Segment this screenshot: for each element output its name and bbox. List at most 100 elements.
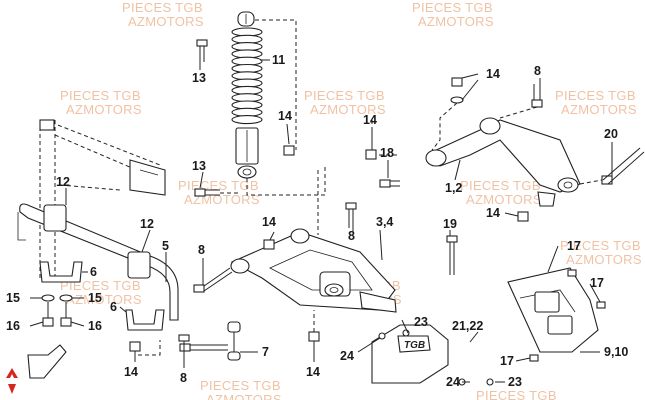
stabilizer-bar — [17, 203, 179, 321]
dash-bolt8-tr — [499, 106, 538, 119]
nut-14c — [263, 239, 275, 250]
watermark-line1: PIECES TGB — [460, 178, 541, 193]
callout-6-left: 6 — [90, 265, 97, 279]
tgb-badge-text: TGB — [404, 340, 425, 351]
watermark-line1: PIECES TGB — [555, 88, 636, 103]
bolt-13-top — [196, 39, 208, 62]
dash-bolt20 — [579, 179, 603, 185]
watermark-line1: PIECES TGB — [122, 0, 203, 15]
watermark-line2: AZMOTORS — [466, 192, 542, 207]
screw-24a — [378, 332, 386, 340]
lower-a-arm — [230, 228, 397, 313]
callout-8-top: 8 — [534, 64, 541, 78]
bolt-17c — [529, 354, 539, 362]
callout-15-right: 15 — [88, 291, 102, 305]
callout-14-bottom-left: 14 — [124, 365, 138, 379]
callout-9-10: 9,10 — [604, 345, 628, 359]
callouts: 11 13 13 14 14 18 14 8 20 1,2 14 12 12 5… — [6, 53, 628, 389]
callout-8-lower-arm: 8 — [198, 243, 205, 257]
callout-17-top: 17 — [567, 239, 581, 253]
watermark-line2: AZMOTORS — [66, 292, 142, 307]
callout-17-right: 17 — [590, 276, 604, 290]
bracket — [27, 344, 67, 379]
bolt-16b — [60, 317, 72, 327]
nut-14d — [451, 77, 463, 87]
bolt-18 — [379, 179, 400, 188]
nut-14b — [129, 341, 141, 352]
watermark-line2: AZMOTORS — [561, 102, 637, 117]
bolt-17b — [596, 301, 606, 309]
callout-24-bottom: 24 — [446, 375, 460, 389]
shock-absorber — [231, 11, 263, 179]
callout-3-4: 3,4 — [376, 215, 393, 229]
nut-14f — [365, 149, 377, 160]
bolt-8-mid — [345, 202, 357, 228]
watermark-line1: PIECES TGB — [412, 0, 493, 15]
dash-line-shock — [246, 165, 326, 196]
callout-15-left: 15 — [6, 291, 20, 305]
bolt-20 — [601, 147, 645, 185]
spring-coil — [231, 115, 263, 125]
callout-7: 7 — [262, 345, 269, 359]
callout-13-top: 13 — [192, 71, 206, 85]
callout-14-lower-arm: 14 — [262, 215, 276, 229]
stabilizer-link — [179, 321, 241, 361]
callout-11: 11 — [272, 53, 285, 67]
clamp-6a — [39, 261, 83, 283]
watermark-line2: AZMOTORS — [66, 102, 142, 117]
callout-6-right: 6 — [110, 300, 117, 314]
bolt-13-lower — [194, 188, 220, 197]
watermark-line2: AZMOTORS — [128, 14, 204, 29]
bolt-8-top-right — [531, 84, 543, 108]
frame-section — [39, 119, 166, 280]
callout-19: 19 — [443, 217, 457, 231]
callout-18: 18 — [380, 146, 394, 160]
callout-20: 20 — [604, 127, 618, 141]
watermark-line2: AZMOTORS — [310, 102, 386, 117]
dash-line-top — [255, 19, 297, 150]
nut-14e — [517, 211, 529, 222]
callout-14-top: 14 — [486, 67, 500, 81]
callout-12-right: 12 — [140, 217, 154, 231]
screw-23a — [402, 329, 410, 337]
watermark-line1: PIECES TGB — [476, 388, 557, 400]
callout-12-left: 12 — [56, 175, 70, 189]
nut-14a — [283, 145, 295, 156]
callout-16-left: 16 — [6, 319, 20, 333]
clamp-6b — [125, 309, 165, 331]
front-guard-21-22: TGB — [371, 324, 449, 384]
dash-nut14d — [431, 102, 458, 151]
watermark-line2: AZMOTORS — [418, 14, 494, 29]
callout-14-upper: 14 — [363, 113, 377, 127]
watermark-line1: PIECES TGB — [60, 88, 141, 103]
upper-a-arm — [425, 117, 581, 207]
watermark-line2: AZMOTORS — [566, 252, 642, 267]
washer-15a — [41, 294, 55, 302]
callout-14-right: 14 — [486, 206, 500, 220]
azmotors-logo-icon — [6, 368, 18, 394]
callout-17-bottom: 17 — [500, 354, 514, 368]
watermark-line1: PIECES TGB — [560, 238, 641, 253]
bolt-8-bottom — [178, 334, 190, 342]
washer-15b — [59, 294, 73, 302]
watermark-line1: PIECES TGB — [304, 88, 385, 103]
callout-23-top: 23 — [414, 315, 428, 329]
bolt-8-lower-arm — [193, 267, 233, 293]
callout-13-lower: 13 — [192, 159, 206, 173]
callout-23-bottom: 23 — [508, 375, 522, 389]
skid-plate-9-10 — [507, 267, 599, 353]
callout-5: 5 — [162, 239, 169, 253]
coil-spring — [231, 27, 263, 125]
callout-8-mid: 8 — [348, 229, 355, 243]
callout-8-bottom: 8 — [180, 371, 187, 385]
bolt-17a — [567, 269, 577, 277]
screw-23b — [486, 378, 494, 386]
callout-24-left: 24 — [340, 349, 354, 363]
washer-14 — [450, 96, 464, 104]
callout-14-shock: 14 — [278, 109, 292, 123]
watermark-line2: AZMOTORS — [206, 392, 282, 400]
nut-14g — [308, 331, 320, 342]
bolt-16a — [42, 317, 54, 327]
